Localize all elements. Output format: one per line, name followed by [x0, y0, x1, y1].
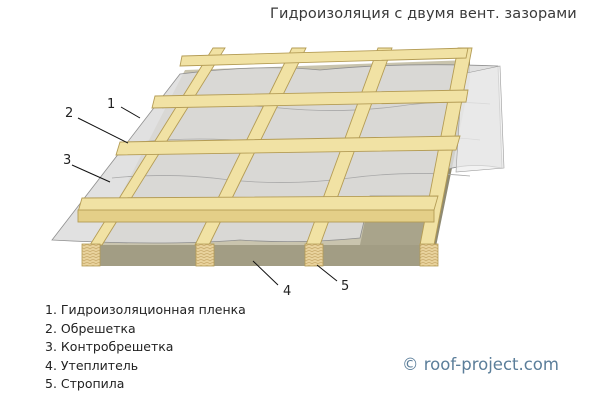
callout-5: 5 [341, 279, 349, 294]
callout-3: 3 [63, 153, 71, 168]
battens [77, 47, 469, 223]
rafter-ends [81, 243, 439, 267]
callout-1: 1 [107, 97, 115, 112]
legend-item: 3. Контробрешетка [45, 339, 174, 355]
legend-item: 4. Утеплитель [45, 357, 139, 373]
legend-item: 5. Стропила [45, 376, 125, 392]
legend-item: 1. Гидроизоляционная пленка [45, 302, 246, 317]
callout-2: 2 [65, 106, 73, 121]
callout-4: 4 [283, 284, 291, 299]
callout-lines [71, 106, 338, 286]
legend-list: 1. Гидроизоляционная пленка 2. Обрешетка… [45, 301, 246, 394]
watermark: © roof-project.com [402, 355, 559, 374]
diagram-title: Гидроизоляция с двумя вент. зазорами [270, 6, 577, 22]
legend-item: 2. Обрешетка [45, 320, 136, 336]
